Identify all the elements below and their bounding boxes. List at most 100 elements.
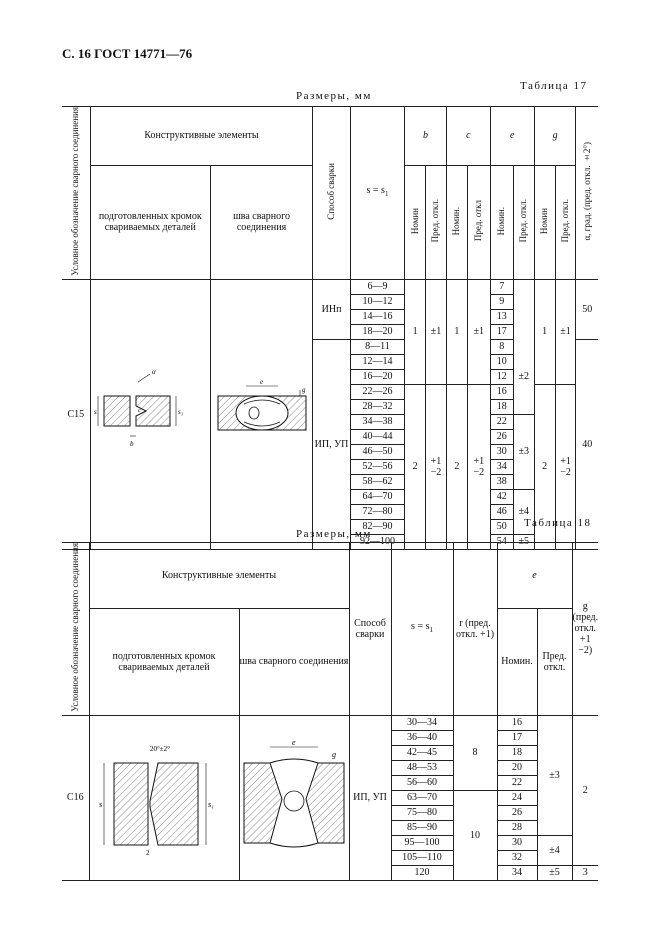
svg-text:e: e — [260, 378, 263, 386]
t17-b1dev: ±1 — [425, 278, 447, 385]
t17-e: 16 — [489, 383, 514, 400]
t17-s: 46—50 — [349, 443, 406, 460]
t18-e: 18 — [496, 744, 538, 761]
svg-text:s: s — [94, 408, 97, 416]
table17: Условное обозначение сварного соединения… — [62, 106, 598, 550]
t18-col-e: e — [496, 542, 573, 609]
t18-r2: 10 — [452, 789, 498, 881]
t18-s: 36—40 — [390, 729, 454, 746]
t17-col-b-nom: Номин — [404, 164, 427, 280]
t17-edev2: ±3 — [512, 413, 535, 490]
t17-col-s: s = s1 — [349, 106, 406, 280]
t17-s: 16—20 — [349, 368, 406, 385]
t18-e: 34 — [496, 864, 538, 881]
t17-e: 22 — [489, 413, 514, 430]
t17-col-e-dev: Пред. откл. — [512, 164, 535, 280]
t17-s: 58—62 — [349, 473, 406, 490]
t18-s: 63—70 — [390, 789, 454, 806]
t18-edev3: ±5 — [536, 864, 573, 881]
t18-s: 56—60 — [390, 774, 454, 791]
t18-s: 75—80 — [390, 804, 454, 821]
t18-method: ИП, УП — [348, 714, 392, 881]
t17-s: 40—44 — [349, 428, 406, 445]
t17-g1dev: ±1 — [554, 278, 577, 385]
table17-dims: Размеры, мм — [296, 90, 372, 102]
t17-alpha1: 50 — [575, 278, 598, 340]
t18-s: 120 — [390, 864, 454, 881]
svg-text:s₁: s₁ — [178, 408, 183, 416]
table18-caption: Таблица 18 — [524, 517, 592, 529]
t17-col-elements: Конструктивные элементы — [89, 106, 314, 166]
t17-b2dev: +1 −2 — [425, 383, 447, 550]
t17-e: 46 — [489, 503, 514, 520]
t17-col-c: c — [445, 106, 491, 166]
svg-text:s₁: s₁ — [208, 800, 214, 809]
t17-e: 38 — [489, 473, 514, 490]
svg-text:α: α — [152, 368, 156, 376]
t18-col-r: r (пред. откл. +1) — [452, 542, 498, 716]
svg-text:20°±2°: 20°±2° — [150, 745, 170, 753]
t18-s: 105—110 — [390, 849, 454, 866]
t17-s: 72—80 — [349, 503, 406, 520]
t17-e: 18 — [489, 398, 514, 415]
t18-e: 20 — [496, 759, 538, 776]
t17-s: 14—16 — [349, 308, 406, 325]
t18-r1: 8 — [452, 714, 498, 791]
svg-text:2: 2 — [146, 849, 150, 857]
t17-s: 12—14 — [349, 353, 406, 370]
t18-drawing-weld: e g — [238, 714, 350, 881]
t17-designation: С15 — [62, 278, 91, 550]
t18-col-elements: Конструктивные элементы — [88, 542, 350, 609]
weld-joint-drawing-2: e g — [243, 738, 345, 848]
svg-text:g: g — [302, 386, 306, 394]
t18-e: 16 — [496, 714, 538, 731]
t17-e: 26 — [489, 428, 514, 445]
t17-drawing-prepared: s s₁ α b c — [89, 278, 211, 550]
t18-g1: 2 — [571, 714, 599, 866]
t18-col-s: s = s1 — [390, 542, 454, 716]
t17-g1: 1 — [533, 278, 556, 385]
t18-e: 28 — [496, 819, 538, 836]
t17-c2dev: +1 −2 — [466, 383, 491, 550]
t17-s: 52—56 — [349, 458, 406, 475]
t18-col-designation: Условное обозначение сварного соединения — [62, 542, 90, 716]
t17-s: 64—70 — [349, 488, 406, 505]
prepared-edges-drawing: s s₁ α b c — [94, 368, 183, 448]
t17-e: 13 — [489, 308, 514, 325]
t17-col-c-nom: Номин. — [445, 164, 468, 280]
t17-col-g-nom: Номин — [533, 164, 556, 280]
t18-s: 95—100 — [390, 834, 454, 851]
t17-col-designation: Условное обозначение сварного соединения — [62, 106, 91, 280]
svg-text:b: b — [130, 440, 134, 448]
t18-col-e-nom: Номин. — [496, 607, 538, 716]
t17-b1: 1 — [404, 278, 427, 385]
t17-col-c-dev: Пред. откл — [466, 164, 491, 280]
t17-s: 18—20 — [349, 323, 406, 340]
t17-col-prepared: подготовленных кромок свариваемых детале… — [89, 164, 211, 280]
t17-col-e: e — [489, 106, 535, 166]
table17-caption: Таблица 17 — [520, 80, 588, 92]
t18-col-e-dev: Пред. откл. — [536, 607, 573, 716]
t18-e: 26 — [496, 804, 538, 821]
t18-s: 42—45 — [390, 744, 454, 761]
t17-s: 8—11 — [349, 338, 406, 355]
t18-e: 30 — [496, 834, 538, 851]
t17-e: 7 — [489, 278, 514, 295]
t17-e: 17 — [489, 323, 514, 340]
t17-col-weld: шва сварного соединения — [209, 164, 314, 280]
t18-col-g: g (пред. откл. +1 −2) — [571, 542, 599, 716]
t18-s: 48—53 — [390, 759, 454, 776]
t18-edev1: ±3 — [536, 714, 573, 836]
t17-edev1: ±2 — [512, 339, 535, 415]
t18-g2: 3 — [571, 864, 599, 881]
t17-s: 34—38 — [349, 413, 406, 430]
t18-drawing-prepared: s s₁ 20°±2° 2 — [88, 714, 240, 881]
svg-text:e: e — [292, 738, 296, 747]
t18-s: 85—90 — [390, 819, 454, 836]
t17-method1: ИНп — [312, 278, 351, 340]
t18-col-weld: шва сварного соединения — [238, 607, 350, 716]
t17-col-b-dev: Пред. откл. — [425, 164, 447, 280]
t18-e: 17 — [496, 729, 538, 746]
t17-e: 12 — [489, 368, 514, 385]
table18: Условное обозначение сварного соединения… — [62, 542, 599, 881]
